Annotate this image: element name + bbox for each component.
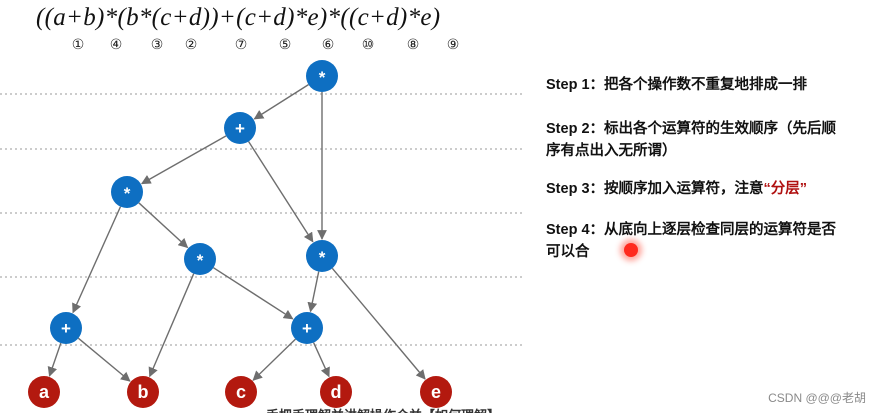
node-label-ve: e	[431, 382, 441, 402]
node-label-va: a	[39, 382, 50, 402]
node-label-n7: +	[302, 319, 312, 338]
node-label-n5: *	[319, 248, 326, 267]
operator-order-6: ⑤	[278, 37, 292, 53]
edge-n6-vb	[77, 337, 131, 382]
operator-order-9: ⑧	[406, 37, 420, 53]
node-circle-va	[28, 376, 60, 408]
dag-edges	[47, 84, 426, 382]
pointer-cursor-icon	[624, 243, 638, 257]
node-label-vd: d	[331, 382, 342, 402]
node-label-n1: *	[319, 68, 326, 87]
edge-n7-vd	[312, 342, 330, 378]
step-3-label: Step 3：	[546, 181, 605, 197]
operator-order-3: ③	[150, 37, 164, 53]
edge-n2-n5	[248, 141, 314, 243]
step-4: Step 4：从底向上逐层检查同层的运算符是否可以合	[546, 219, 846, 263]
node-vb: b	[127, 376, 159, 408]
node-n7: +	[291, 312, 323, 344]
node-circle-n2	[224, 112, 256, 144]
edge-n7-vc	[252, 338, 296, 381]
operator-order-7: ⑥	[321, 37, 335, 53]
step-4-label: Step 4：	[546, 222, 605, 238]
operator-order-2: ④	[109, 37, 123, 53]
node-circle-n1	[306, 60, 338, 92]
csdn-watermark: CSDN @@@老胡	[768, 391, 866, 405]
node-va: a	[28, 376, 60, 408]
edge-n3-n4	[138, 202, 189, 249]
step-4-text: 从底向上逐层检查同层的运算符是否可以合	[546, 222, 837, 260]
edge-n5-n7	[307, 271, 320, 313]
edge-n5-ve	[331, 267, 426, 380]
node-circle-vd	[320, 376, 352, 408]
node-circle-vc	[225, 376, 257, 408]
step-3-highlight: “分层”	[763, 181, 808, 197]
node-label-n4: *	[197, 251, 204, 270]
edge-n4-n7	[213, 267, 294, 320]
video-caption: 手把手理解并讲解操作合并【如何理解】	[266, 405, 500, 413]
node-ve: e	[420, 376, 452, 408]
step-2-label: Step 2：	[546, 121, 605, 137]
node-label-n6: +	[61, 319, 71, 338]
step-2: Step 2：标出各个运算符的生效顺序（先后顺序有点出入无所谓）	[546, 118, 846, 162]
node-circle-vb	[127, 376, 159, 408]
node-circle-ve	[420, 376, 452, 408]
node-label-n3: *	[124, 184, 131, 203]
edge-n2-n3	[140, 135, 227, 185]
edge-n1-n2	[253, 84, 309, 120]
operator-order-5: ⑦	[234, 37, 248, 53]
node-n2: +	[224, 112, 256, 144]
dag-nodes: * + * * * + + a b c d e	[28, 60, 452, 408]
node-circle-n7	[291, 312, 323, 344]
expression-formula: ((a+b)*(b*(c+d))+(c+d)*e)*((c+d)*e)	[36, 4, 441, 31]
node-n4: *	[184, 243, 216, 275]
node-n5: *	[306, 240, 338, 272]
node-vd: d	[320, 376, 352, 408]
edge-n4-vb	[148, 273, 195, 378]
edge-n3-n6	[72, 206, 122, 314]
node-label-vb: b	[138, 382, 149, 402]
step-1-label: Step 1：	[546, 77, 605, 93]
node-n6: +	[50, 312, 82, 344]
step-3: Step 3：按顺序加入运算符，注意“分层”	[546, 178, 846, 200]
step-3-text: 按顺序加入运算符，注意	[604, 181, 764, 197]
step-1-text: 把各个操作数不重复地排成一排	[604, 77, 808, 93]
node-vc: c	[225, 376, 257, 408]
node-circle-n6	[50, 312, 82, 344]
step-1: Step 1：把各个操作数不重复地排成一排	[546, 74, 846, 96]
node-circle-n4	[184, 243, 216, 275]
operator-order-8: ⑩	[361, 37, 375, 53]
node-circle-n5	[306, 240, 338, 272]
operator-order-4: ②	[184, 37, 198, 53]
edge-n6-va	[47, 342, 62, 377]
operator-order-10: ⑨	[446, 37, 460, 53]
node-n3: *	[111, 176, 143, 208]
operator-order-1: ①	[71, 37, 85, 53]
step-2-text: 标出各个运算符的生效顺序（先后顺序有点出入无所谓）	[546, 121, 837, 159]
node-label-n2: +	[235, 119, 245, 138]
level-lines	[0, 93, 522, 346]
node-label-vc: c	[236, 382, 246, 402]
node-circle-n3	[111, 176, 143, 208]
node-n1: *	[306, 60, 338, 92]
